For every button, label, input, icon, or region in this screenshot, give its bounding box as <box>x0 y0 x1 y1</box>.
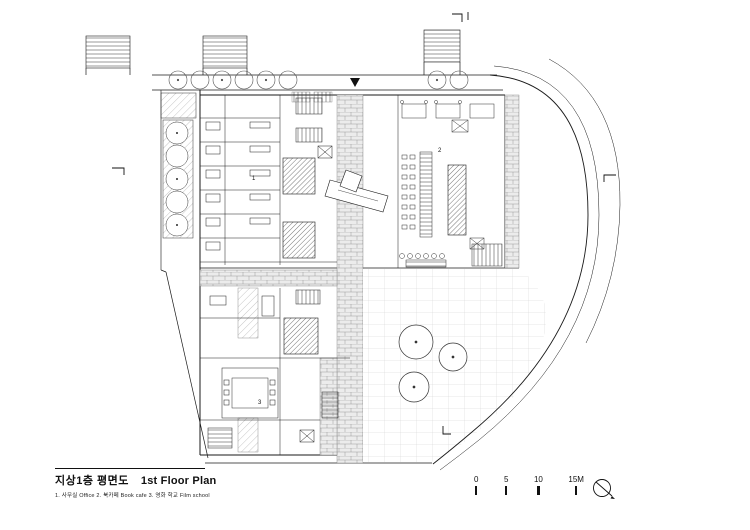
plan-title-en: 1st Floor Plan <box>140 475 217 487</box>
top-sidewalk <box>85 29 503 91</box>
hall-block <box>397 95 503 268</box>
scale-tick <box>504 486 508 495</box>
site-curve-road <box>432 58 621 471</box>
scale-tick <box>537 486 540 495</box>
office-block <box>200 95 337 265</box>
paving-bands <box>199 91 520 464</box>
entrance-marker <box>350 78 360 87</box>
left-landscape <box>160 90 197 270</box>
tree-row-top <box>168 70 469 90</box>
scale-tick <box>574 486 578 495</box>
room-numbers: 1 2 3 <box>252 148 442 406</box>
title-block: 지상1층 평면도 1st Floor Plan 1. 사무실 Office 2.… <box>55 468 355 499</box>
plan-title-ko: 지상1층 평면도 <box>55 475 129 487</box>
title-rule <box>55 468 205 469</box>
section-markers <box>112 12 616 435</box>
room-number-3: 3 <box>258 400 262 406</box>
scale-segment: 0 <box>474 476 478 495</box>
scale-label-10: 10 <box>533 475 543 484</box>
central-ramp <box>324 169 389 213</box>
room-number-2: 2 <box>438 148 442 154</box>
scale-segment: 10 <box>534 476 543 495</box>
studio-block <box>200 288 350 455</box>
plaza-trees <box>398 324 468 403</box>
scale-bar: 0 5 10 15M <box>474 476 584 495</box>
scale-label-0: 0 <box>474 475 479 484</box>
room-number-1: 1 <box>252 176 256 182</box>
north-arrow-icon <box>591 477 623 503</box>
scale-segment: 5 <box>504 476 508 495</box>
scale-segment: 15M <box>568 476 584 495</box>
scale-label-15m: 15M <box>568 475 584 484</box>
plaza <box>363 269 547 462</box>
scale-tick <box>474 486 478 495</box>
plan-legend: 1. 사무실 Office 2. 북카페 Book cafe 3. 영화 학교 … <box>55 493 210 499</box>
scale-label-5: 5 <box>503 475 509 484</box>
